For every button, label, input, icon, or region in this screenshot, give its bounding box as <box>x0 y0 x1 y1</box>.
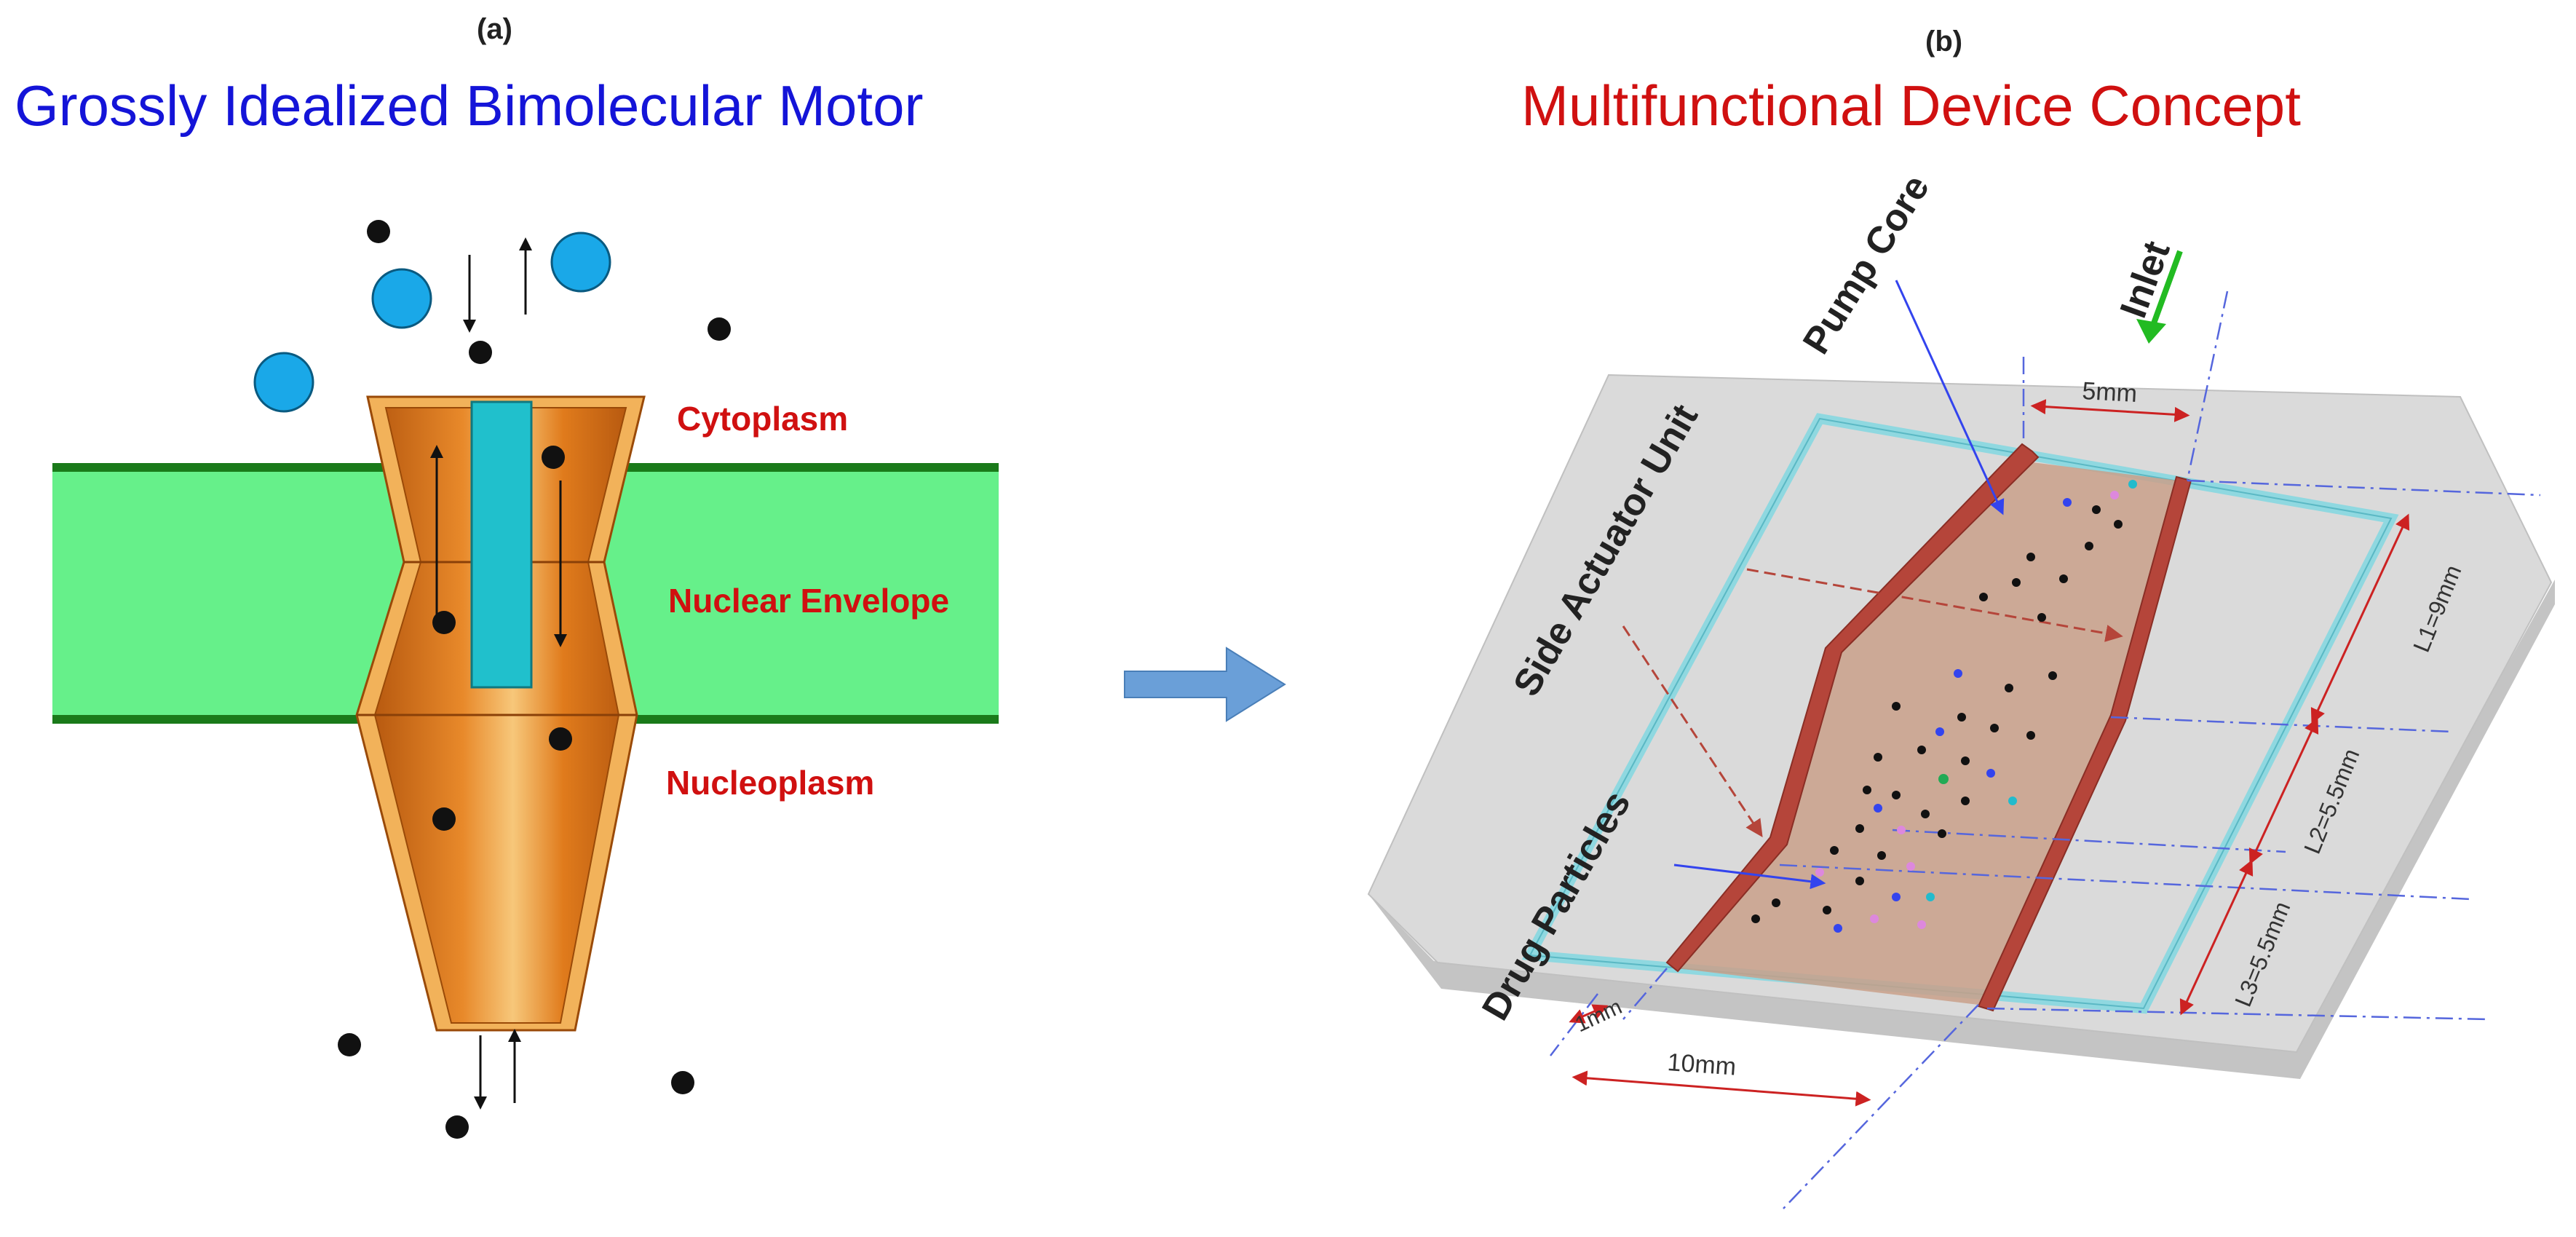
right-actuator-arrow <box>1746 568 2123 642</box>
drug-particle <box>1957 713 1966 722</box>
small-particle <box>671 1071 694 1094</box>
drug-particle <box>1892 791 1901 799</box>
drug-particle <box>1751 914 1760 923</box>
drug-particle <box>1906 862 1915 871</box>
label-nuclear-envelope: Nuclear Envelope <box>668 582 950 620</box>
panel-b-letter: (b) <box>1925 25 1963 58</box>
drug-particle <box>1961 756 1970 765</box>
small-particle <box>708 317 731 341</box>
drug-particle <box>2012 578 2021 587</box>
drug-particle <box>2037 613 2046 622</box>
small-particle <box>367 220 390 243</box>
motor-diagram <box>52 220 999 1139</box>
connector-arrow <box>1124 647 1286 722</box>
drug-particle <box>1877 851 1886 860</box>
drug-particle <box>1892 893 1901 901</box>
drug-particle <box>2063 498 2072 507</box>
small-particle <box>432 611 456 634</box>
drug-particle <box>1954 669 1962 678</box>
drug-particle <box>1874 804 1882 813</box>
drug-particle <box>2128 480 2137 489</box>
drug-particle <box>2005 684 2013 692</box>
drug-particle <box>1815 868 1824 877</box>
drug-particle <box>2026 731 2035 740</box>
dim-1mm-line <box>1569 1004 1609 1024</box>
panel-a-title: Grossly Idealized Bimolecular Motor <box>15 74 924 138</box>
drug-particle <box>1870 914 1879 923</box>
left-actuator-arrow <box>1622 625 1763 838</box>
panel-b-title: Multifunctional Device Concept <box>1521 74 2301 138</box>
drug-particle <box>2026 553 2035 561</box>
drug-particle <box>1979 593 1988 601</box>
drug-particle <box>1772 898 1780 907</box>
dim-5mm-label: 5mm <box>2082 377 2138 408</box>
cargo-molecule <box>371 268 432 329</box>
drug-particle <box>1892 702 1901 711</box>
drug-particle <box>1921 810 1930 818</box>
dim-10mm-line <box>1572 1070 1871 1107</box>
small-particle <box>338 1033 361 1056</box>
cargo-molecule <box>253 352 314 413</box>
drug-particle <box>1823 906 1831 914</box>
dim-l2-line <box>2248 717 2319 865</box>
drug-particle <box>1986 769 1995 778</box>
panel-a-letter: (a) <box>477 13 512 45</box>
small-particle <box>542 446 565 469</box>
dim-l1-line <box>2310 513 2410 724</box>
drug-particle <box>1834 924 1842 933</box>
drug-particle <box>1926 893 1935 901</box>
drug-particle <box>1938 829 1946 838</box>
drug-particles-leader <box>1673 863 1826 890</box>
dim-l3-line <box>2179 859 2254 1016</box>
drug-particle <box>2092 505 2101 514</box>
drug-particle <box>1917 746 1926 754</box>
small-particle <box>445 1115 469 1139</box>
inlet-arrow <box>2148 250 2183 333</box>
drug-particle <box>1897 826 1906 834</box>
small-particle <box>549 727 572 751</box>
drug-particle <box>1830 846 1839 855</box>
pump-core-leader <box>1895 280 2005 515</box>
drug-particle <box>1855 824 1864 833</box>
drug-particle <box>1961 797 1970 805</box>
small-particle <box>469 341 492 364</box>
cargo-molecule <box>550 232 611 293</box>
drug-particle-cloud <box>1751 480 2137 933</box>
drug-particle <box>1863 786 1871 794</box>
drug-particle <box>2114 520 2123 529</box>
drug-particle <box>1855 877 1864 885</box>
central-channel <box>470 400 533 689</box>
dim-10mm-label: 10mm <box>1666 1048 1737 1080</box>
dim-5mm-line <box>2030 399 2190 422</box>
pump-channel <box>1678 462 2178 1005</box>
label-cytoplasm: Cytoplasm <box>677 400 849 438</box>
drug-particle <box>2085 542 2093 550</box>
label-nucleoplasm: Nucleoplasm <box>666 764 875 802</box>
drug-particle <box>2008 797 2017 805</box>
drug-particle <box>1874 753 1882 762</box>
drug-particle <box>1990 724 1999 732</box>
drug-particle <box>2110 491 2119 499</box>
label-pump-core: Pump Core <box>1795 167 1938 361</box>
small-particle <box>432 807 456 831</box>
drug-particle <box>1938 774 1949 784</box>
drug-particle <box>1935 727 1944 736</box>
drug-particle <box>2048 671 2057 680</box>
drug-particle <box>2059 574 2068 583</box>
drug-particle <box>1917 920 1926 929</box>
channel-wall-left <box>1665 443 2040 973</box>
